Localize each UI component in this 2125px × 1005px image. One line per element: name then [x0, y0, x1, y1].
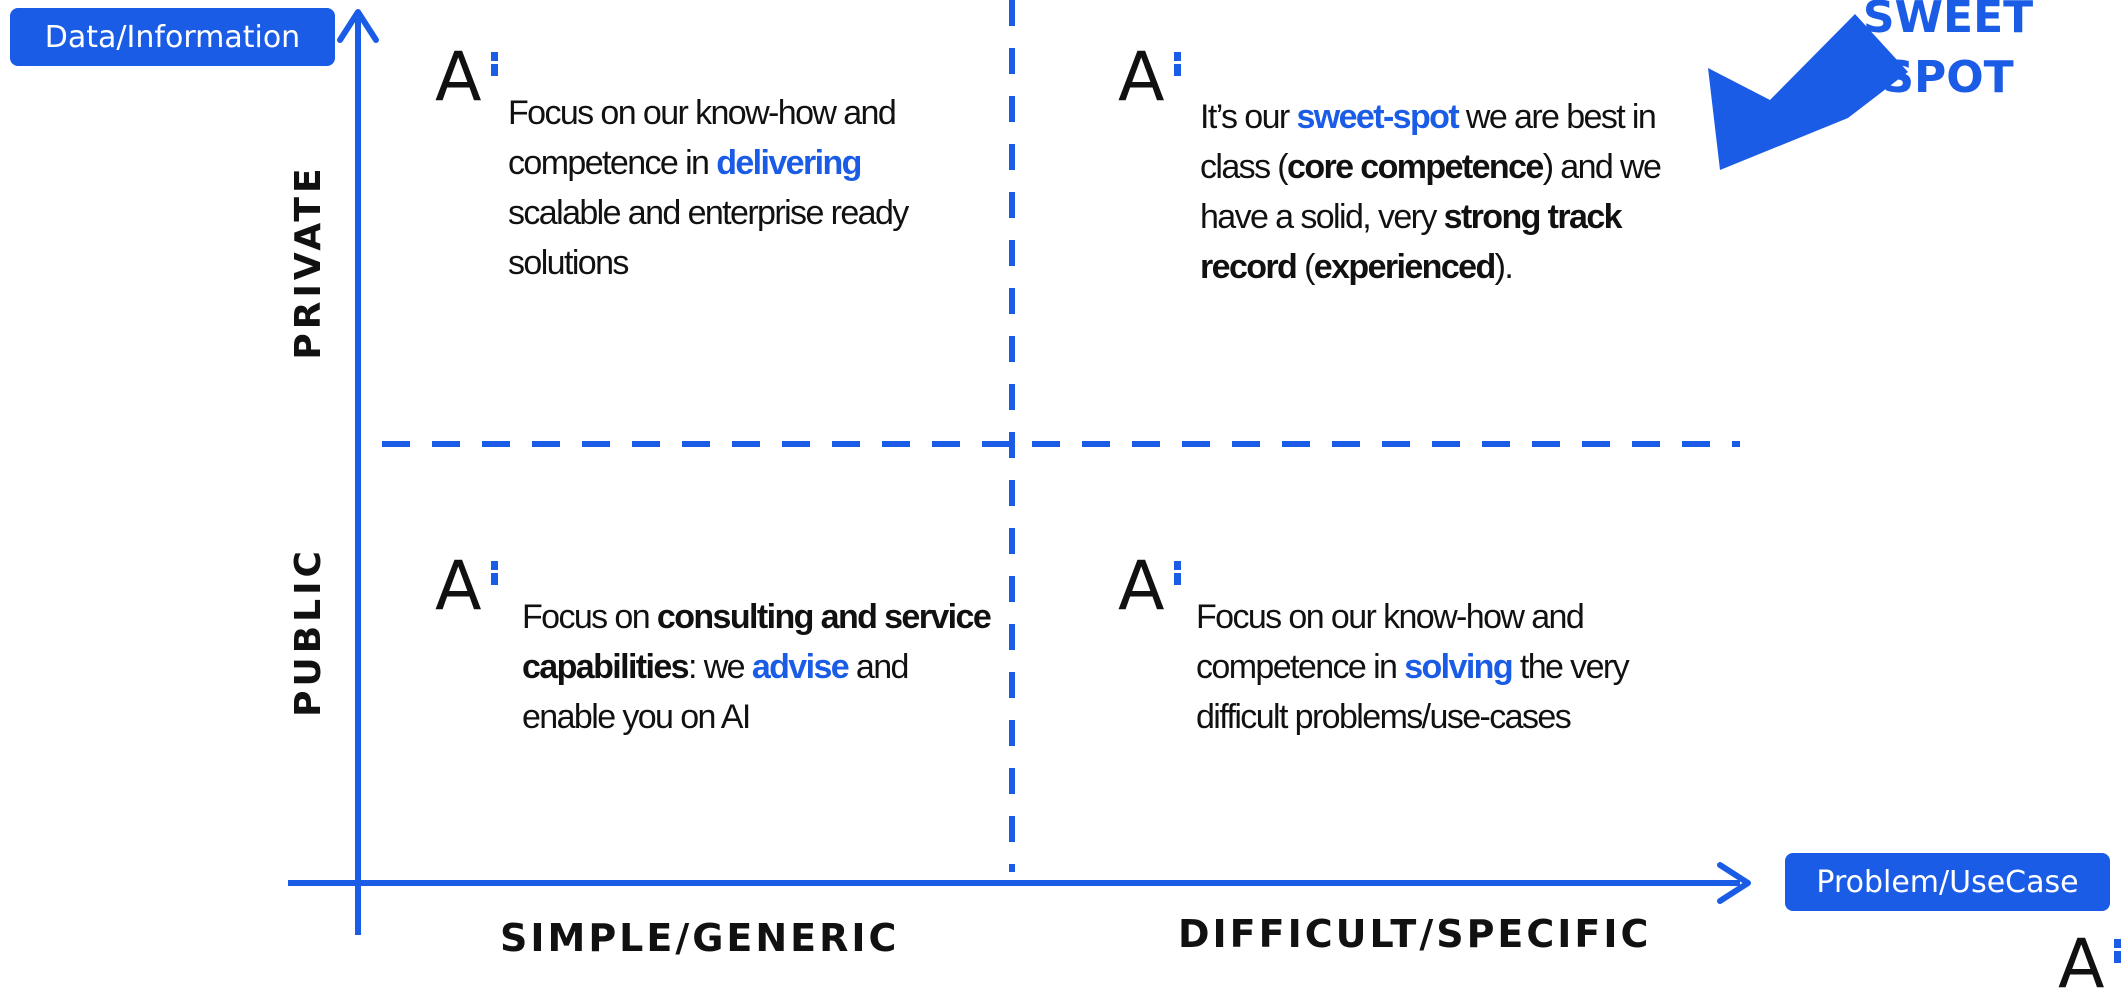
text-span: difficult problems/use-cases — [1196, 698, 1572, 736]
quadrant-logo-bottom-right: A — [1118, 547, 1188, 627]
text-span: : we — [688, 648, 752, 686]
logo-dot — [491, 64, 498, 76]
text-span: solutions — [508, 244, 629, 282]
text-span: Focus on — [522, 598, 657, 636]
logo-letter: A — [2058, 925, 2105, 1004]
logo-letter: A — [1118, 38, 1165, 117]
y-label-private: PRIVATE — [288, 164, 329, 360]
x-label-simple: SIMPLE/GENERIC — [500, 916, 900, 960]
text-line: Focus on our know-how and — [1196, 592, 1676, 642]
corner-logo: A — [2058, 925, 2125, 1005]
bold-record: record — [1200, 248, 1298, 286]
text-line: difficult problems/use-cases — [1196, 692, 1676, 742]
quadrant-logo-top-left: A — [435, 38, 505, 118]
quadrant-grid — [288, 0, 1908, 935]
x-axis-title-badge: Problem/UseCase — [1785, 853, 2110, 911]
text-span: scalable and enterprise ready — [508, 194, 909, 232]
highlight-sweet-spot: sweet-spot — [1296, 98, 1459, 136]
x-label-difficult: DIFFICULT/SPECIFIC — [1178, 912, 1652, 956]
logo-dot — [491, 573, 498, 585]
text-span: ). — [1494, 248, 1514, 286]
highlight-solving: solving — [1404, 648, 1513, 686]
text-line: It’s our sweet-spot we are best in — [1200, 92, 1680, 142]
text-span: competence in — [508, 144, 717, 182]
text-line: competence in solving the very — [1196, 642, 1676, 692]
logo-dot — [1174, 573, 1181, 585]
sweet-spot-line2: SPOT — [1882, 52, 2014, 103]
highlight-advise: advise — [751, 648, 850, 686]
text-line: Focus on our know-how and — [508, 88, 948, 138]
quadrant-text-top-right: It’s our sweet-spot we are best in class… — [1200, 92, 1680, 292]
text-line: scalable and enterprise ready — [508, 188, 948, 238]
logo-dot — [1174, 561, 1181, 570]
bold-strong-track: strong track — [1443, 198, 1623, 236]
text-line: competence in delivering — [508, 138, 948, 188]
text-line: record (experienced). — [1200, 242, 1680, 292]
quadrant-logo-top-right: A — [1118, 38, 1188, 118]
logo-dot — [491, 52, 498, 61]
sweet-spot-arrow — [1708, 14, 1908, 170]
text-span: have a solid, very — [1200, 198, 1444, 236]
logo-dot — [1174, 52, 1181, 61]
text-span: Focus on our know-how and — [508, 94, 897, 132]
text-span: enable you on AI — [522, 698, 751, 736]
sweet-spot-line1: SWEET — [1862, 0, 2034, 43]
logo-dot — [2114, 951, 2121, 963]
highlight-delivering: delivering — [716, 144, 862, 182]
logo-letter: A — [435, 38, 482, 117]
logo-dot — [2114, 939, 2121, 948]
logo-letter: A — [435, 547, 482, 626]
text-span: Focus on our know-how and — [1196, 598, 1585, 636]
sweet-spot-label: SWEET SPOT — [1858, 0, 2038, 108]
text-line: Focus on consulting and service — [522, 592, 1002, 642]
x-axis-title: Problem/UseCase — [1816, 864, 2079, 900]
bold-core-competence: core competence — [1287, 148, 1544, 186]
text-line: enable you on AI — [522, 692, 1002, 742]
quadrant-text-bottom-left: Focus on consulting and service capabili… — [522, 592, 1002, 742]
text-line: class (core competence) and we — [1200, 142, 1680, 192]
quadrant-logo-bottom-left: A — [435, 547, 505, 627]
logo-letter: A — [1118, 547, 1165, 626]
text-span: the very — [1512, 648, 1630, 686]
text-span: competence in — [1196, 648, 1405, 686]
quadrant-text-top-left: Focus on our know-how and competence in … — [508, 88, 948, 288]
text-span: and — [848, 648, 910, 686]
bold-consulting: consulting and service — [656, 598, 992, 636]
text-line: capabilities: we advise and — [522, 642, 1002, 692]
bold-experienced: experienced — [1313, 248, 1496, 286]
text-line: have a solid, very strong track — [1200, 192, 1680, 242]
x-axis-arrowhead — [1717, 862, 1751, 904]
y-axis-title-badge: Data/Information — [10, 8, 335, 66]
text-span: ) and we — [1542, 148, 1662, 186]
y-axis-arrowhead — [337, 9, 379, 43]
bold-capabilities: capabilities — [522, 648, 690, 686]
text-span: ( — [1296, 248, 1315, 286]
logo-dot — [491, 561, 498, 570]
text-span: It’s our — [1200, 98, 1297, 136]
y-label-public: PUBLIC — [288, 547, 329, 717]
y-axis-title: Data/Information — [44, 19, 301, 55]
text-line: solutions — [508, 238, 948, 288]
logo-dot — [1174, 64, 1181, 76]
quadrant-text-bottom-right: Focus on our know-how and competence in … — [1196, 592, 1676, 742]
text-span: we are best in — [1458, 98, 1657, 136]
text-span: class ( — [1200, 148, 1289, 186]
